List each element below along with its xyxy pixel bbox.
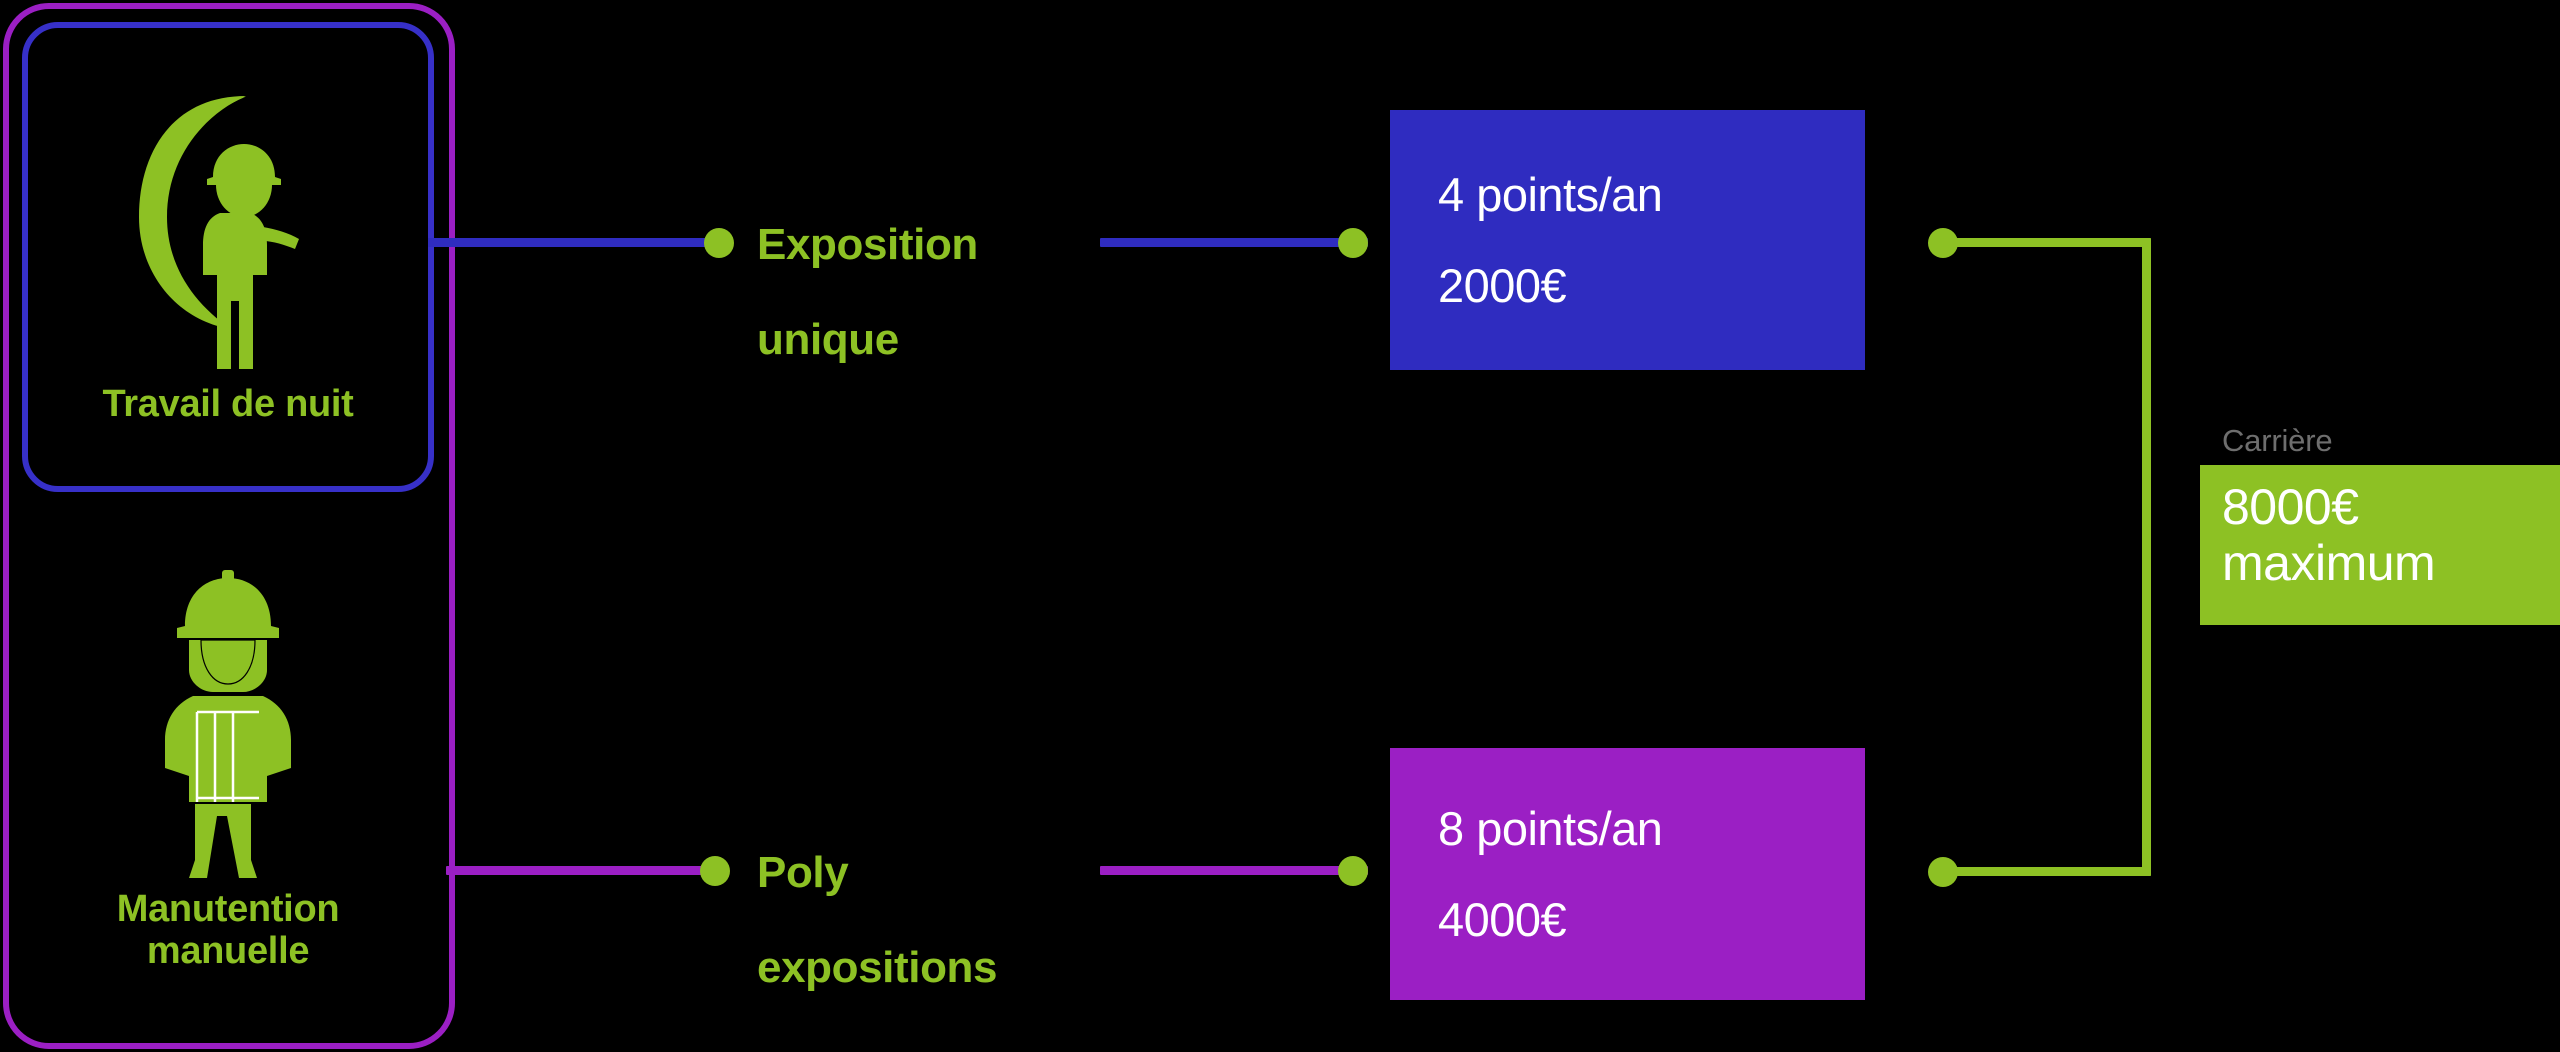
connector-summary-bottom-horizontal [1943, 867, 2151, 876]
label-poly-expositions-line-2: expositions [757, 942, 998, 992]
connector-summary-top-horizontal [1943, 238, 2151, 247]
connector-card-to-poly-expositions [446, 866, 718, 875]
card-manutention-manuelle-label: Manutention manuelle [116, 887, 340, 973]
connector-dot-summary-bottom [1928, 857, 1958, 887]
connector-dot-exposition-unique-right [1338, 228, 1368, 258]
summary-amount: 8000€ [2222, 479, 2359, 535]
value-poly-expositions-amount: 4000€ [1438, 893, 1567, 946]
label-exposition-unique-line-1: Exposition [757, 219, 978, 269]
connector-dot-exposition-unique-left [704, 228, 734, 258]
card-travail-de-nuit[interactable]: Travail de nuit [22, 22, 434, 492]
card-travail-de-nuit-label: Travail de nuit [102, 382, 354, 425]
label-exposition-unique: Exposition unique [757, 173, 978, 363]
value-poly-expositions-points: 8 points/an [1438, 802, 1663, 855]
connector-exposition-unique-to-value [1100, 238, 1368, 247]
summary-box-carriere[interactable]: 8000€ maximum [2200, 465, 2560, 625]
connector-card-to-exposition-unique [428, 238, 718, 247]
label-poly-expositions: Poly expositions [757, 801, 997, 991]
worker-hardhat-safety-vest-icon [123, 564, 333, 889]
connector-dot-poly-expositions-left [700, 856, 730, 886]
value-exposition-unique-points: 4 points/an [1438, 168, 1663, 221]
card-manutention-manuelle[interactable] [3, 3, 455, 1049]
value-exposition-unique-amount: 2000€ [1438, 259, 1567, 312]
card-manutention-line-2: manuelle [146, 929, 310, 972]
connector-summary-vertical [2142, 238, 2151, 876]
summary-caption: Carrière [2222, 423, 2333, 458]
label-exposition-unique-line-2: unique [757, 314, 899, 364]
value-box-poly-expositions[interactable]: 8 points/an 4000€ [1390, 748, 1865, 1000]
summary-qualifier: maximum [2222, 535, 2436, 591]
value-box-exposition-unique[interactable]: 4 points/an 2000€ [1390, 110, 1865, 370]
connector-poly-expositions-to-value [1100, 866, 1368, 875]
connector-dot-poly-expositions-right [1338, 856, 1368, 886]
label-poly-expositions-line-1: Poly [757, 847, 849, 897]
card-manutention-manuelle-body: Manutention manuelle [22, 512, 434, 1024]
crescent-moon-worker-icon [113, 89, 343, 384]
card-manutention-line-1: Manutention [116, 887, 340, 930]
card-travail-de-nuit-body: Travail de nuit [28, 28, 428, 486]
